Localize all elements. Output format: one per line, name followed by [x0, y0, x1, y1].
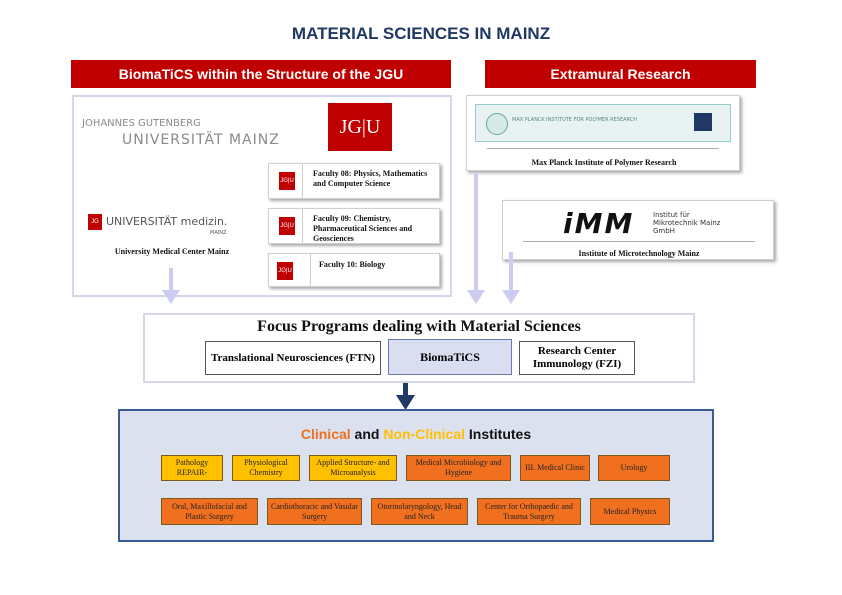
unimed-logo-sub: MAINZ	[210, 230, 227, 236]
faculty-label: Faculty 09: Chemistry, Pharmaceutical Sc…	[313, 214, 413, 242]
imm-logo: iMM	[563, 207, 635, 240]
heading-nonclinical: Non-Clinical	[383, 426, 465, 442]
imm-card: iMM Institut für Mikrotechnik Mainz GmbH…	[502, 200, 774, 260]
right-header: Extramural Research	[485, 60, 756, 88]
institute-box: Urology	[598, 455, 670, 481]
left-header: BiomaTiCS within the Structure of the JG…	[71, 60, 451, 88]
arrow-head-imm	[502, 290, 520, 304]
institutes-heading: Clinical and Non-Clinical Institutes	[118, 426, 714, 442]
heading-clinical: Clinical	[300, 426, 351, 442]
faculty-label: Faculty 10: Biology	[319, 260, 386, 269]
unimed-caption: University Medical Center Mainz	[114, 247, 230, 256]
arrow-head-mpi	[467, 290, 485, 304]
mpi-caption: Max Planck Institute of Polymer Research	[531, 158, 677, 167]
institute-box: Physiological Chemistry	[232, 455, 300, 481]
heading-and: and	[350, 426, 384, 442]
arrow-shaft-unimed	[169, 268, 173, 292]
imm-caption: Institute of Microtechnology Mainz	[578, 249, 700, 258]
jgu-icon: JG|U	[277, 262, 293, 280]
institute-box: Applied Structure- and Microanalysis	[309, 455, 397, 481]
unimed-logo: JG UNIVERSITÄT medizin. MAINZ	[82, 208, 242, 240]
arrow-shaft-biomatics	[403, 381, 408, 397]
institute-box: Oral, Maxillofacial and Plastic Surgery	[161, 498, 258, 525]
arrow-head-unimed	[162, 290, 180, 304]
mpi-logo: MAX PLANCK INSTITUTE FOR POLYMER RESEARC…	[475, 104, 731, 142]
page-title: MATERIAL SCIENCES IN MAINZ	[291, 24, 551, 43]
arrow-head-biomatics	[396, 395, 415, 410]
jgu-wordmark-line1: JOHANNES GUTENBERG	[82, 118, 201, 129]
faculty-card: JG|U Faculty 10: Biology	[268, 253, 440, 287]
heading-institutes: Institutes	[465, 426, 532, 442]
faculty-card: JG|U Faculty 09: Chemistry, Pharmaceutic…	[268, 208, 440, 244]
mpip-mark-icon	[694, 113, 712, 131]
institute-box: Center for Orthopaedic and Trauma Surger…	[477, 498, 581, 525]
jgu-icon: JG|U	[279, 217, 295, 235]
faculty-label: Faculty 08: Physics, Mathematics and Com…	[313, 169, 428, 188]
institute-box: Medical Microbiology and Hygiene	[406, 455, 511, 481]
institute-box: Pathology REPAIR-	[161, 455, 223, 481]
arrow-shaft-imm	[509, 252, 513, 292]
mpi-card: MAX PLANCK INSTITUTE FOR POLYMER RESEARC…	[466, 95, 740, 171]
mpg-seal-icon	[486, 113, 508, 135]
institute-box: Cardiothoracic and Vasular Surgery	[267, 498, 362, 525]
institute-box: Otorinolaryngology, Head and Neck	[371, 498, 468, 525]
institute-box: III. Medical Clinic	[520, 455, 590, 481]
arrow-shaft-mpi	[474, 172, 478, 292]
unimed-logo-text: UNIVERSITÄT medizin.	[106, 215, 228, 228]
imm-logo-text: Institut für Mikrotechnik Mainz GmbH	[653, 211, 721, 235]
jgu-wordmark: JOHANNES GUTENBERG UNIVERSITÄT MAINZ	[82, 110, 292, 150]
jgu-icon: JG|U	[279, 172, 295, 190]
faculty-card: JG|U Faculty 08: Physics, Mathematics an…	[268, 163, 440, 199]
unimed-logo-icon: JG	[88, 214, 102, 230]
jgu-logo: JG|U	[328, 103, 392, 151]
program-ftn: Translational Neurosciences (FTN)	[205, 341, 381, 375]
jgu-wordmark-line2: UNIVERSITÄT MAINZ	[122, 132, 280, 148]
program-biomatics: BiomaTiCS	[388, 339, 512, 375]
institute-box: Medical Physics	[590, 498, 670, 525]
mpi-logo-text: MAX PLANCK INSTITUTE FOR POLYMER RESEARC…	[512, 117, 638, 123]
focus-title: Focus Programs dealing with Material Sci…	[257, 318, 581, 335]
program-fzi: Research Center Immunology (FZI)	[519, 341, 635, 375]
